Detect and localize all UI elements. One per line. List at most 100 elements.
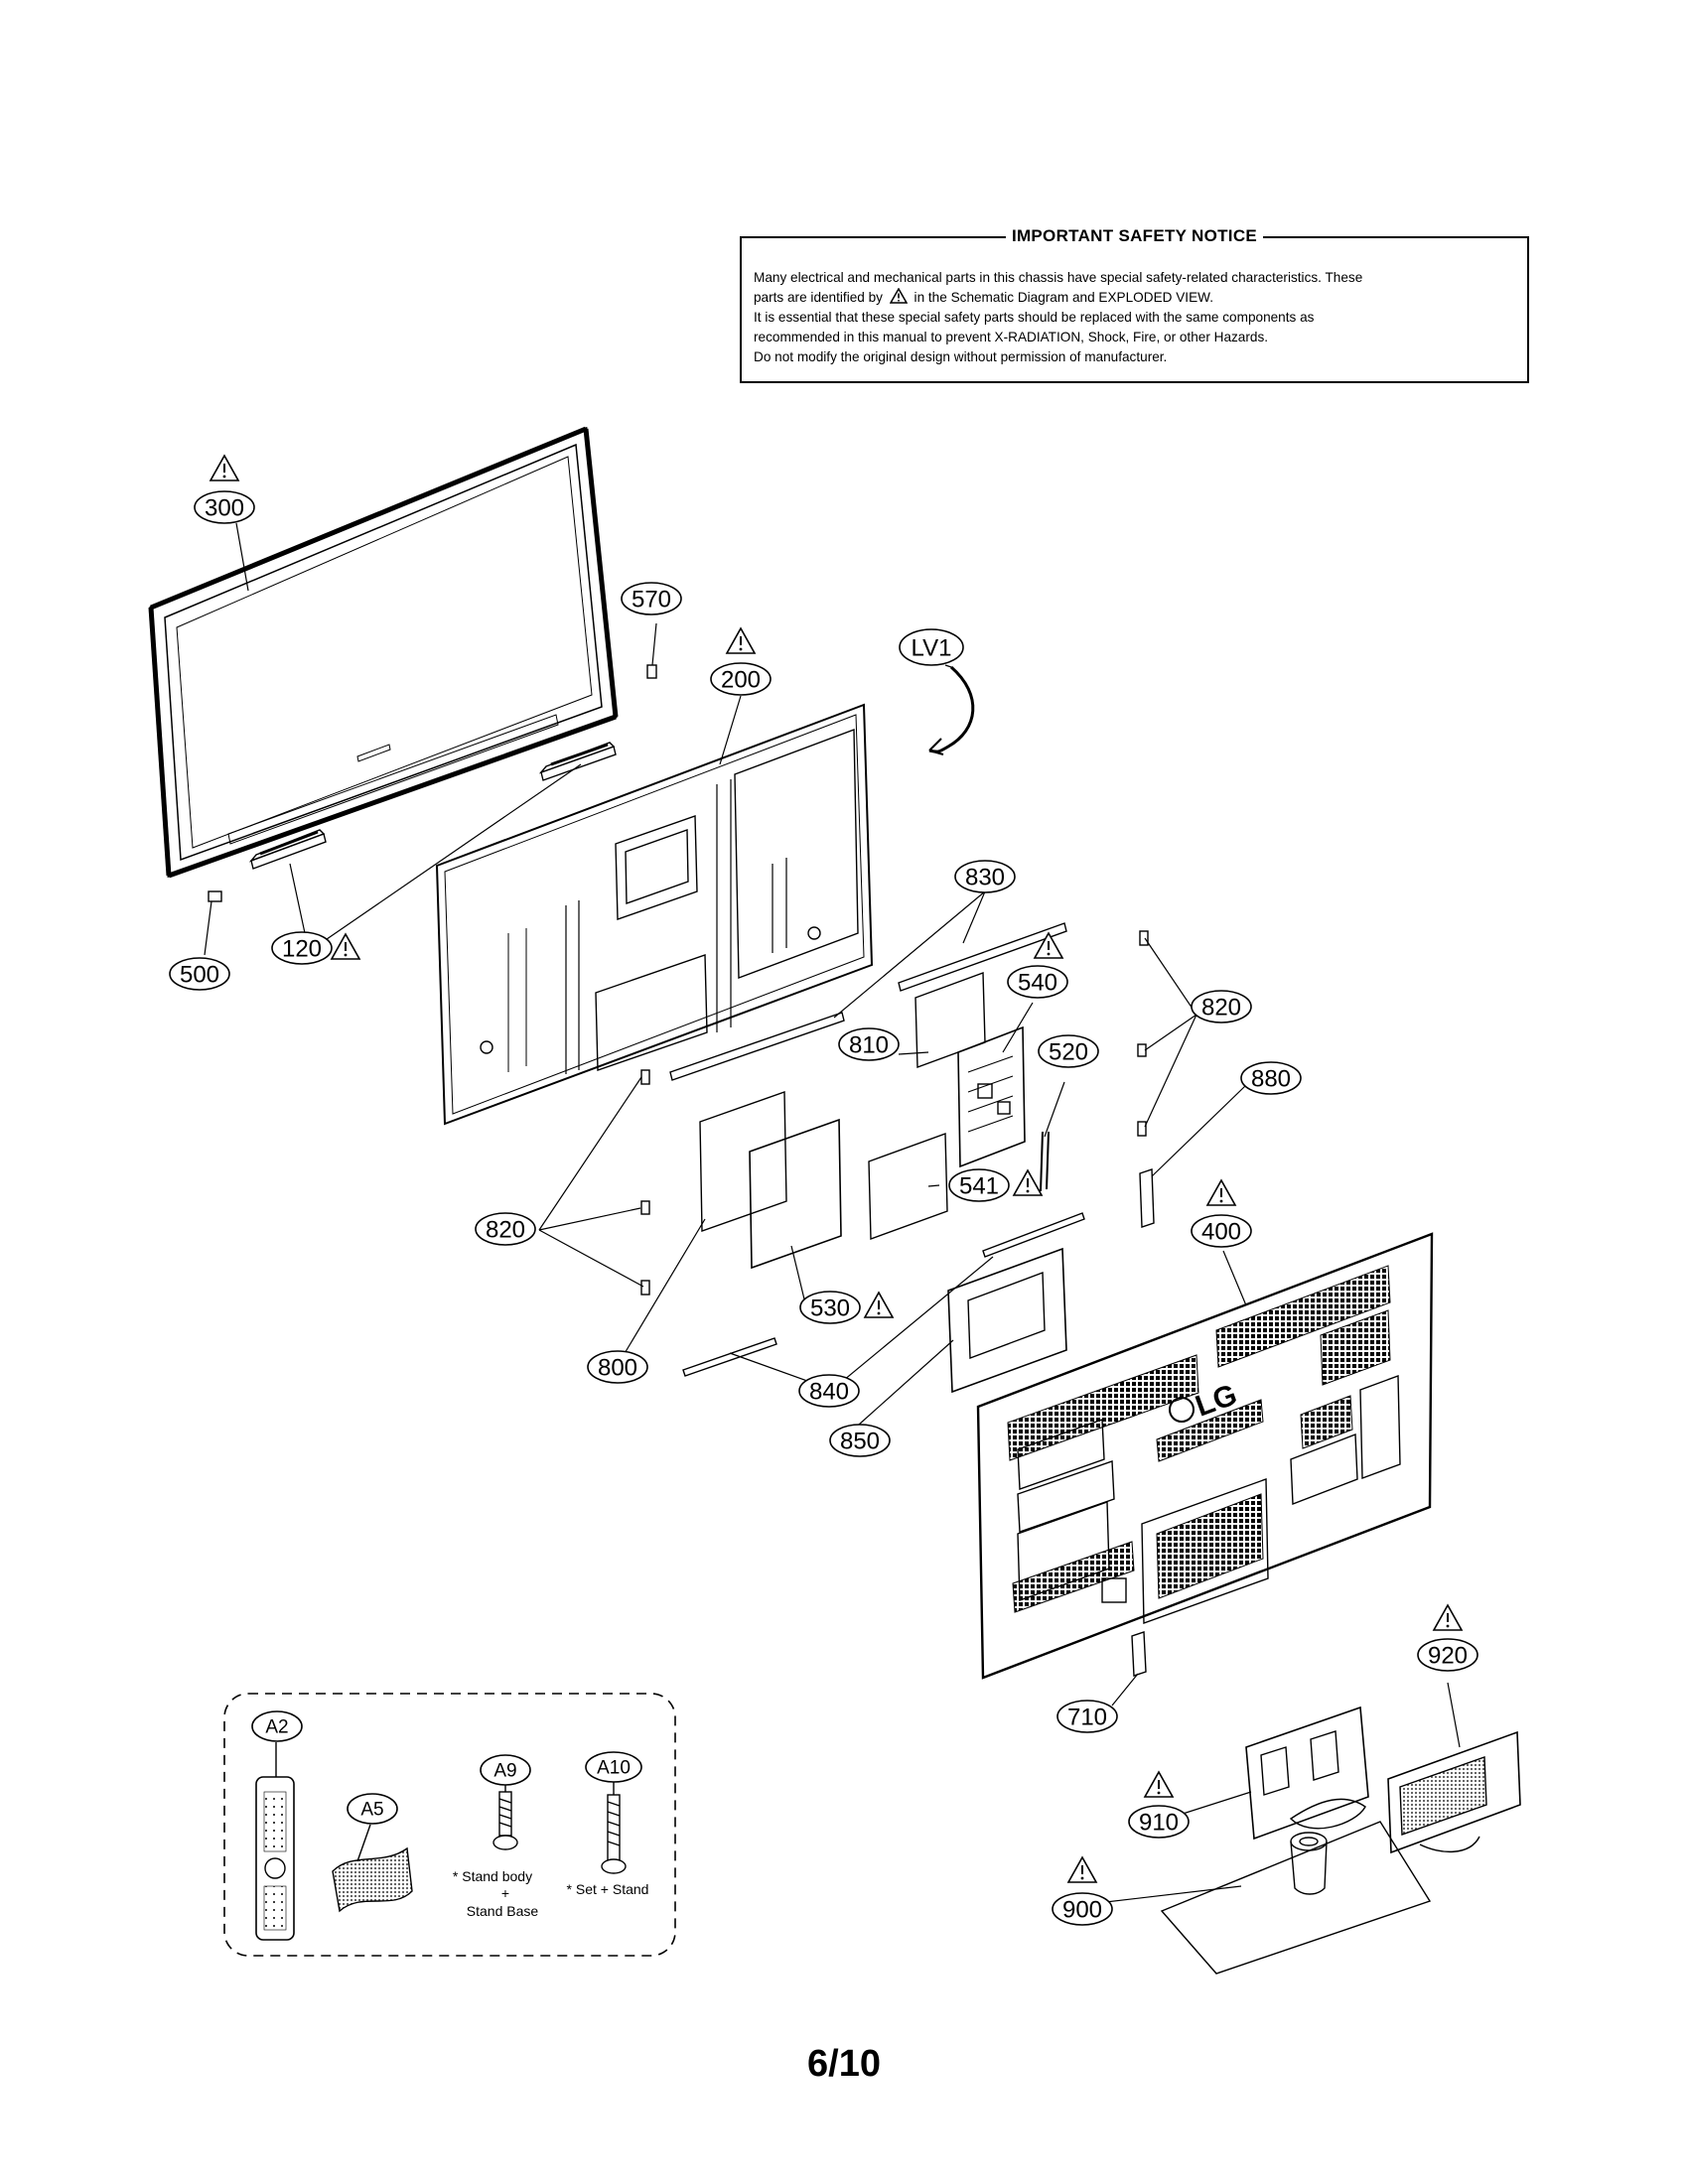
warning-triangle-icon xyxy=(1433,1604,1463,1631)
callout-710-bubble xyxy=(1056,1700,1118,1733)
callout-120: 120 xyxy=(282,936,322,963)
warning-triangle-icon xyxy=(1144,1771,1174,1798)
part-520-cable xyxy=(1040,1131,1050,1192)
warning-triangles xyxy=(210,455,1463,1883)
part-a9-screw xyxy=(492,1770,518,1850)
safety-notice-box: IMPORTANT SAFETY NOTICE Many electrical … xyxy=(740,226,1529,383)
part-a2-remote xyxy=(255,1742,295,1941)
part-850-bracket xyxy=(947,1247,1067,1394)
callout-a2: A2 xyxy=(265,1717,288,1738)
callout-830: 830 xyxy=(965,865,1005,891)
part-530-power-board xyxy=(749,1118,842,1270)
part-541-sheet xyxy=(868,1133,948,1240)
callout-900-bubble xyxy=(1052,1892,1113,1926)
callout-a5: A5 xyxy=(360,1800,383,1821)
callout-400: 400 xyxy=(1201,1219,1241,1246)
callout-lv1: LV1 xyxy=(912,635,952,662)
notice-line-5: Do not modify the original design withou… xyxy=(754,349,1168,364)
part-840-bar-lower xyxy=(682,1337,777,1377)
part-830-bracket xyxy=(898,922,1067,992)
safety-notice-body: Many electrical and mechanical parts in … xyxy=(754,268,1515,367)
callout-a9-bubble xyxy=(480,1754,531,1786)
part-a10-screw xyxy=(601,1770,627,1874)
part-300-front-cabinet xyxy=(148,426,619,879)
callout-820a: 820 xyxy=(1201,995,1241,1022)
a9-note-line-3: Stand Base xyxy=(467,1903,539,1919)
callout-541: 541 xyxy=(959,1173,999,1200)
safety-notice-title: IMPORTANT SAFETY NOTICE xyxy=(742,226,1527,246)
callout-900: 900 xyxy=(1062,1897,1102,1924)
callout-a10-bubble xyxy=(585,1751,642,1783)
accessory-box xyxy=(223,1693,676,1957)
part-lv1-cable xyxy=(928,665,975,753)
callout-a9: A9 xyxy=(493,1761,516,1782)
callout-820b-bubble xyxy=(475,1212,536,1246)
callout-840-bubble xyxy=(798,1374,860,1408)
warning-triangle-icon xyxy=(1013,1169,1043,1196)
warning-triangle-icon xyxy=(889,287,909,304)
callout-540-bubble xyxy=(1007,965,1068,999)
notice-line-1: Many electrical and mechanical parts in … xyxy=(754,270,1363,285)
callout-570-bubble xyxy=(621,582,682,615)
part-910-stand-body xyxy=(1245,1706,1369,1841)
callout-a5-bubble xyxy=(347,1793,398,1825)
callout-530-bubble xyxy=(799,1291,861,1324)
callout-880: 880 xyxy=(1251,1066,1291,1093)
part-120-speakers xyxy=(248,742,617,870)
warning-triangle-icon xyxy=(1034,932,1063,959)
warning-triangle-icon xyxy=(726,627,756,654)
accessory-notes: * Stand body + Stand Base * Set + Stand xyxy=(453,1868,649,1919)
callout-920-bubble xyxy=(1417,1638,1478,1672)
notice-line-3: It is essential that these special safet… xyxy=(754,310,1315,325)
callout-300: 300 xyxy=(205,495,244,522)
callout-820a-bubble xyxy=(1191,990,1252,1024)
callout-520-bubble xyxy=(1038,1034,1099,1068)
notice-line-2: parts are identified by in the Schematic… xyxy=(754,287,1515,308)
callout-200: 200 xyxy=(721,667,761,694)
warning-triangle-icon xyxy=(1206,1179,1236,1206)
callout-a2-bubble xyxy=(251,1710,303,1742)
warning-triangle-icon xyxy=(331,933,360,960)
callout-920: 920 xyxy=(1428,1643,1468,1670)
part-820-clips-left xyxy=(640,1069,650,1296)
notice-line-4: recommended in this manual to prevent X-… xyxy=(754,330,1269,344)
callout-910-bubble xyxy=(1128,1805,1190,1839)
accessory-callouts xyxy=(251,1710,642,1825)
callout-labels: 300 570 200 LV1 500 120 830 540 820 810 … xyxy=(180,495,1468,1924)
callout-530: 530 xyxy=(810,1296,850,1322)
callout-500-bubble xyxy=(169,957,230,991)
callout-a10: A10 xyxy=(597,1758,631,1779)
notice-line-2-pre: parts are identified by xyxy=(754,290,883,305)
callout-810: 810 xyxy=(849,1032,889,1059)
callout-820b: 820 xyxy=(486,1217,525,1244)
callout-850: 850 xyxy=(840,1429,880,1455)
callout-880-bubble xyxy=(1240,1061,1302,1095)
part-900-stand-base xyxy=(1160,1821,1432,1975)
part-820-clips-right xyxy=(1137,930,1149,1137)
callout-810-bubble xyxy=(838,1027,900,1061)
callout-300-bubble xyxy=(194,490,255,524)
part-570 xyxy=(646,664,657,679)
safety-notice-title-text: IMPORTANT SAFETY NOTICE xyxy=(1005,226,1264,245)
callout-520: 520 xyxy=(1049,1039,1088,1066)
callout-800: 800 xyxy=(598,1355,637,1382)
callout-850-bubble xyxy=(829,1424,891,1457)
callout-200-bubble xyxy=(710,662,772,696)
part-710 xyxy=(1131,1631,1147,1677)
warning-triangle-icon xyxy=(864,1292,894,1318)
part-880 xyxy=(1139,1168,1155,1228)
a10-note: * Set + Stand xyxy=(567,1881,649,1897)
part-920-stand-cover xyxy=(1387,1730,1521,1854)
callout-lv1-bubble xyxy=(899,628,964,666)
part-840-bar-upper xyxy=(982,1212,1085,1258)
callout-541-bubble xyxy=(948,1168,1010,1202)
leader-lines xyxy=(204,522,1461,1904)
callout-800-bubble xyxy=(587,1350,648,1384)
callout-570: 570 xyxy=(632,587,671,614)
callout-400-bubble xyxy=(1191,1214,1252,1248)
warning-triangle-icon xyxy=(210,455,239,481)
callout-540: 540 xyxy=(1018,970,1057,997)
a9-note-line-1: * Stand body xyxy=(453,1868,532,1884)
notice-line-2-post: in the Schematic Diagram and EXPLODED VI… xyxy=(914,290,1213,305)
a9-note-line-2: + xyxy=(501,1885,509,1901)
